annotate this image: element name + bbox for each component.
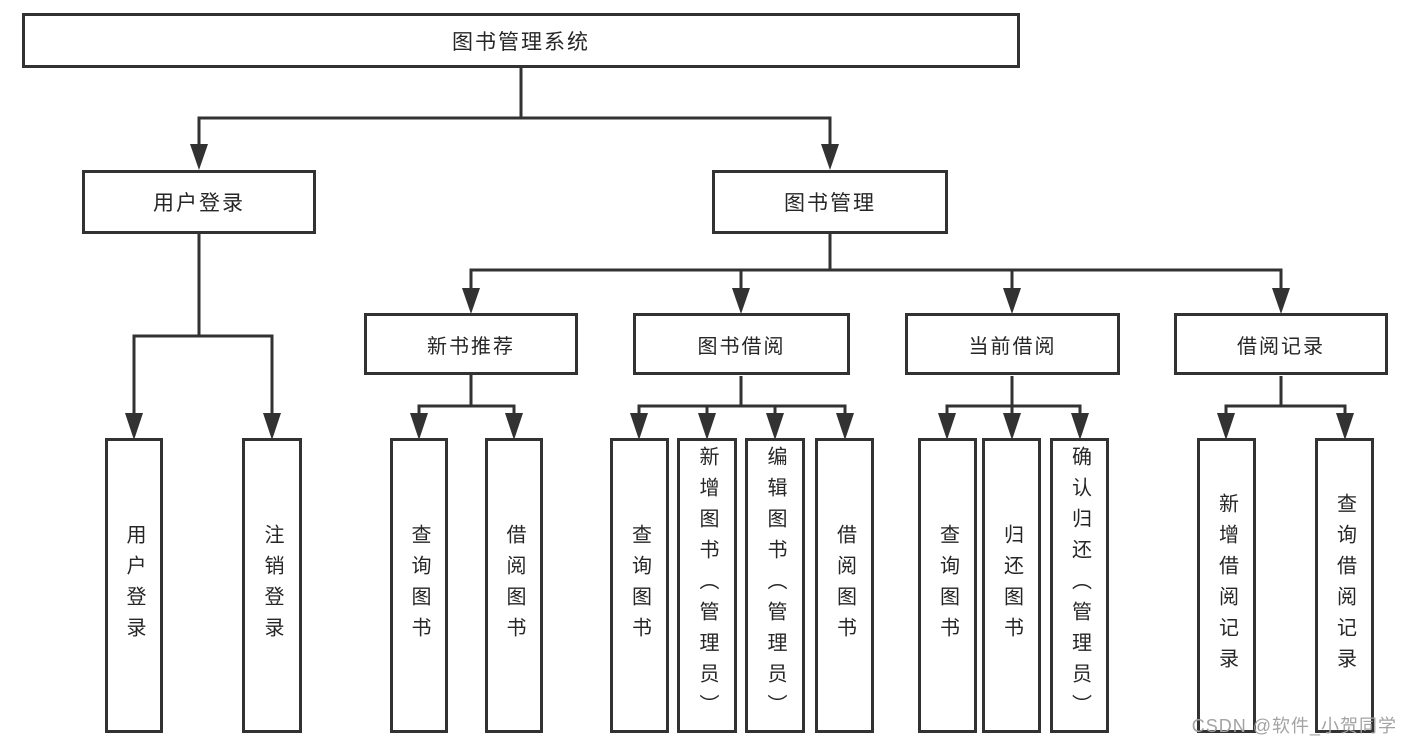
node-root: 图书管理系统	[22, 13, 1020, 68]
arrow-down-icon	[462, 288, 480, 314]
arrow-down-icon	[410, 413, 428, 440]
arrow-down-icon	[1272, 288, 1290, 314]
node-root-label: 图书管理系统	[452, 30, 590, 54]
leaf-current-return-book-label: 归还图书	[1000, 523, 1023, 648]
arrow-down-icon	[1071, 413, 1089, 440]
arrow-down-icon	[698, 413, 716, 440]
node-current-borrow-label: 当前借阅	[968, 335, 1057, 358]
arrow-down-icon	[938, 413, 956, 440]
arrow-down-icon	[190, 144, 208, 170]
node-borrow-records-label: 借阅记录	[1237, 335, 1325, 358]
arrow-down-icon	[836, 413, 854, 440]
leaf-user-login: 用户登录	[105, 438, 163, 733]
arrow-down-icon	[1003, 413, 1021, 440]
node-user-login-label: 用户登录	[153, 192, 245, 215]
node-user-login: 用户登录	[82, 170, 316, 234]
leaf-borrow-borrow-book-label: 借阅图书	[833, 523, 856, 648]
leaf-records-add-record: 新增借阅记录	[1197, 438, 1256, 733]
leaf-records-query-record-label: 查询借阅记录	[1333, 492, 1356, 679]
arrow-down-icon	[732, 288, 750, 314]
leaf-user-login-label: 用户登录	[123, 523, 145, 648]
node-book-management: 图书管理	[712, 170, 948, 234]
tree-edges	[132, 68, 1347, 417]
leaf-current-confirm-return-admin: 确认归还（管理员）	[1050, 438, 1109, 733]
arrow-down-icon	[263, 413, 281, 440]
arrow-down-icon	[1217, 413, 1235, 440]
node-book-management-label: 图书管理	[784, 192, 876, 215]
leaf-current-query-book: 查询图书	[918, 438, 977, 733]
node-book-borrow: 图书借阅	[633, 313, 850, 375]
leaf-records-add-record-label: 新增借阅记录	[1215, 492, 1238, 679]
leaf-borrow-borrow-book: 借阅图书	[815, 438, 874, 733]
node-current-borrow: 当前借阅	[905, 313, 1120, 375]
leaf-newbook-borrow-book: 借阅图书	[485, 438, 543, 733]
node-new-book-recommend: 新书推荐	[364, 313, 578, 375]
leaf-borrow-edit-book-admin-label: 编辑图书（管理员）	[764, 446, 786, 725]
node-book-borrow-label: 图书借阅	[697, 335, 786, 358]
leaf-newbook-query-book-label: 查询图书	[408, 523, 430, 648]
arrowhead-icons	[125, 144, 1354, 440]
leaf-logout-label: 注销登录	[261, 523, 283, 648]
leaf-newbook-borrow-book-label: 借阅图书	[503, 523, 525, 648]
node-borrow-records: 借阅记录	[1174, 313, 1388, 375]
leaf-borrow-add-book-admin-label: 新增图书（管理员）	[696, 446, 718, 725]
arrow-down-icon	[630, 413, 648, 440]
arrow-down-icon	[1336, 413, 1354, 440]
arrow-down-icon	[125, 413, 143, 440]
csdn-watermark: CSDN @软件_小贺同学	[1191, 716, 1397, 736]
leaf-borrow-add-book-admin: 新增图书（管理员）	[677, 438, 737, 733]
leaf-borrow-query-book: 查询图书	[610, 438, 669, 733]
arrow-down-icon	[821, 144, 839, 170]
node-new-book-recommend-label: 新书推荐	[427, 335, 515, 358]
leaf-borrow-query-book-label: 查询图书	[628, 523, 651, 648]
leaf-current-query-book-label: 查询图书	[936, 523, 959, 648]
leaf-current-confirm-return-admin-label: 确认归还（管理员）	[1068, 446, 1091, 725]
leaf-newbook-query-book: 查询图书	[390, 438, 448, 733]
leaf-current-return-book: 归还图书	[982, 438, 1041, 733]
leaf-records-query-record: 查询借阅记录	[1315, 438, 1374, 733]
arrow-down-icon	[505, 413, 523, 440]
arrow-down-icon	[766, 413, 784, 440]
leaf-borrow-edit-book-admin: 编辑图书（管理员）	[745, 438, 805, 733]
leaf-logout: 注销登录	[242, 438, 302, 733]
arrow-down-icon	[1003, 288, 1021, 314]
